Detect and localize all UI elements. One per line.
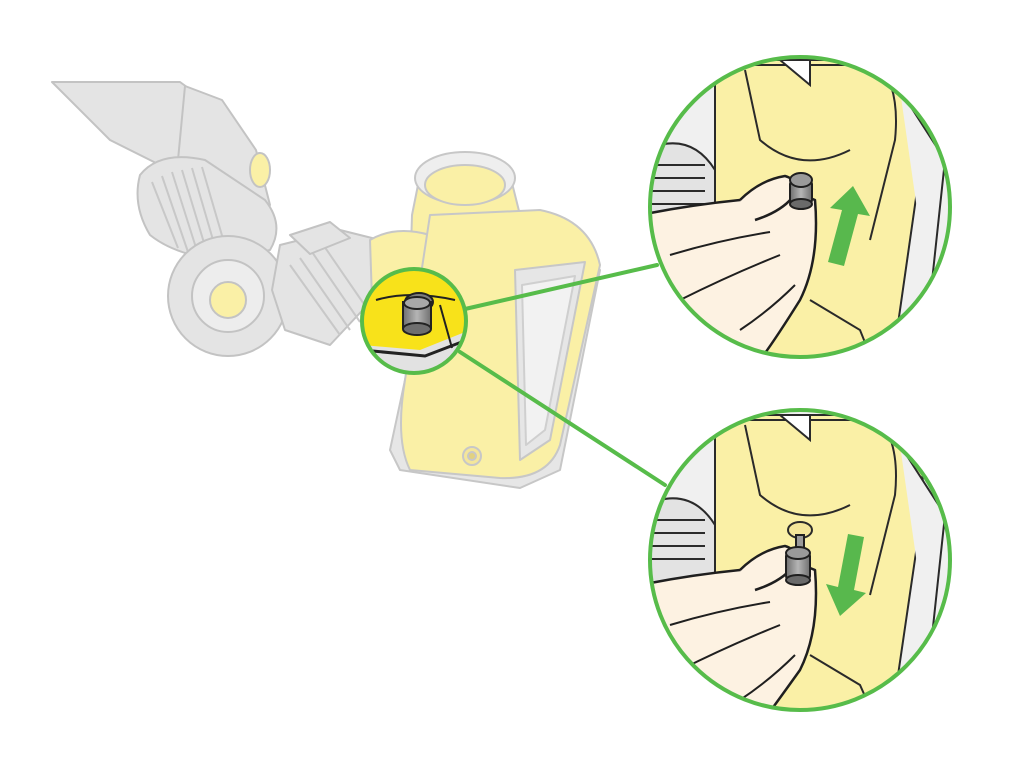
tool-arm	[51, 81, 381, 357]
tool-body	[51, 81, 601, 489]
detail-step-2	[648, 408, 952, 712]
pin-top	[789, 172, 813, 210]
detail-step-1	[648, 55, 952, 359]
pin-small	[402, 292, 434, 336]
arrow-down-icon	[826, 534, 866, 616]
callout-lines	[458, 263, 667, 487]
arrow-up-icon	[828, 186, 870, 266]
pin-bottom	[785, 534, 811, 586]
